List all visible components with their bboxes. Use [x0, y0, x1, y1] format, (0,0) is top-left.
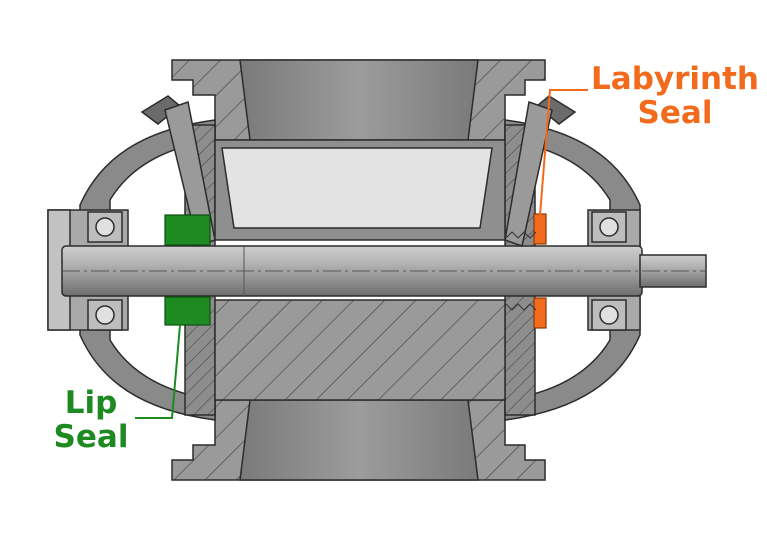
labyrinth-label-line1: Labyrinth: [591, 61, 759, 97]
labyrinth-seal-icon: [505, 213, 547, 329]
lip-seal-icon: [164, 214, 211, 326]
labyrinth-label-line2: Seal: [637, 95, 713, 131]
labyrinth-seal-label: Labyrinth Seal: [589, 62, 761, 130]
housing: [171, 59, 546, 481]
lip-leader-line: [135, 324, 181, 419]
bearing-icon: [87, 211, 627, 331]
rotor: [214, 139, 506, 401]
labyrinth-leader-line: [539, 89, 588, 216]
shaft: [61, 245, 707, 297]
lip-label-line2: Seal: [53, 419, 129, 455]
elbow-fitting-icon: [140, 95, 577, 247]
lip-label-line1: Lip: [64, 385, 118, 421]
lip-seal-label: Lip Seal: [46, 386, 136, 454]
